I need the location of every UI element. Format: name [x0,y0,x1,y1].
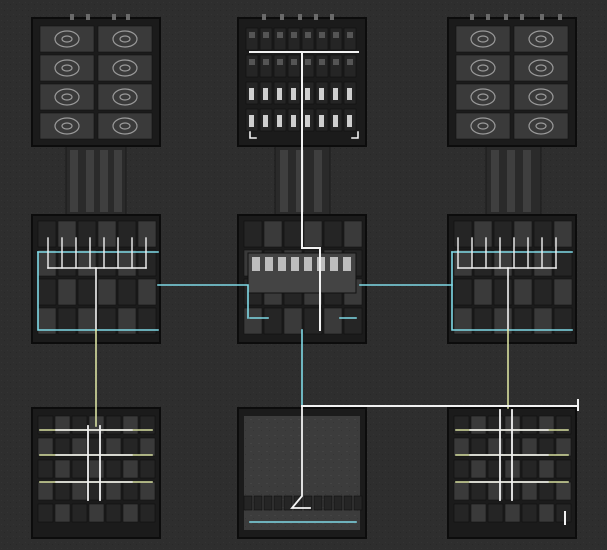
top-post [520,14,524,20]
top-post [112,14,116,20]
wire-bottom-center-junction [290,405,311,509]
corner-bracket [249,131,257,139]
top-post [262,14,266,20]
top-post [540,14,544,20]
block-mid-left-machines [37,220,157,335]
top-post [330,14,334,20]
block-bottom-left-bus-machines [37,415,156,523]
top-post [486,14,490,20]
top-post [558,14,562,20]
wire-left-to-center [157,284,249,319]
block-top-center-lamps [245,27,357,132]
block-top-left-dishes [39,25,153,140]
block-top-right-dishes [455,25,569,140]
machinery-layer [37,14,573,523]
conveyor-corridors [65,144,542,218]
top-post [470,14,474,20]
corner-bracket [351,131,359,139]
block-mid-center-machines [243,220,363,335]
wire-mid-left-loop [37,251,159,331]
top-post [70,14,74,20]
top-post [280,14,284,20]
wire-mid-right-loop [451,251,573,331]
top-post [504,14,508,20]
top-post [86,14,90,20]
wire-center-hub [301,247,321,331]
block-bottom-center-edge-machines [243,495,363,511]
wire-network [37,51,579,525]
top-post [314,14,318,20]
top-post [126,14,130,20]
top-post [298,14,302,20]
